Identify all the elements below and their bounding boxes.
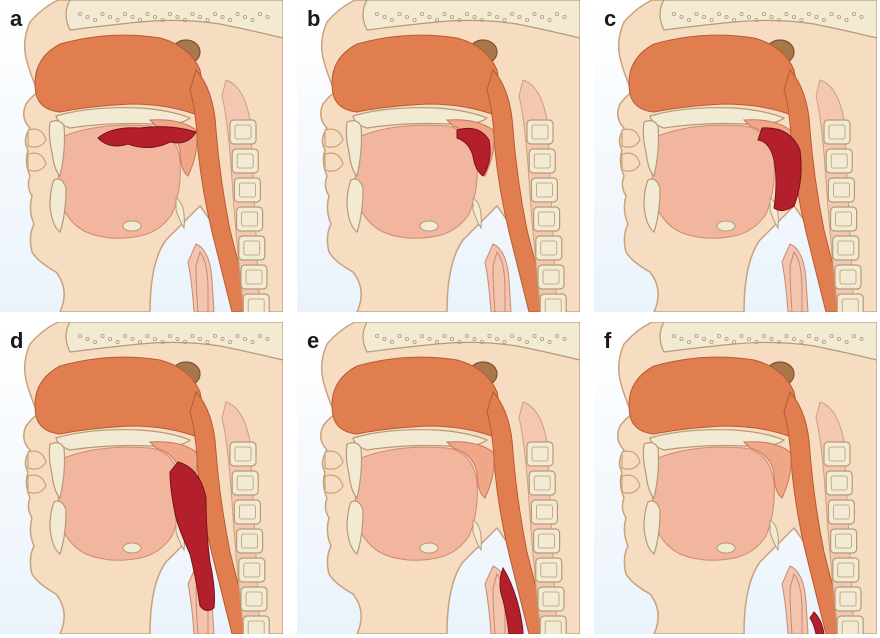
vertebra — [534, 207, 560, 231]
nasal-cavity — [35, 35, 203, 116]
panel-c: c — [594, 0, 877, 312]
vertebra — [239, 236, 265, 260]
vertebra — [833, 558, 859, 582]
head-section-diagram — [297, 0, 580, 312]
panel-d: d — [0, 322, 283, 634]
vertebra — [531, 178, 557, 202]
vertebra — [239, 558, 265, 582]
vertebra — [230, 120, 256, 144]
vertebra — [835, 265, 861, 289]
vertebra — [828, 178, 854, 202]
vertebra — [241, 587, 267, 611]
tongue — [355, 447, 477, 560]
vertebra — [831, 529, 857, 553]
panel-e: e — [297, 322, 580, 634]
vertebra — [837, 616, 863, 634]
tongue — [355, 125, 477, 238]
head-section-diagram — [0, 0, 283, 312]
hyoid-bone — [717, 221, 735, 231]
vertebra — [833, 236, 859, 260]
panel-f: f — [594, 322, 877, 634]
nasal-cavity — [629, 357, 797, 438]
vertebra — [540, 616, 566, 634]
panel-label-b: b — [307, 8, 320, 30]
hyoid-bone — [420, 543, 438, 553]
vertebra — [824, 120, 850, 144]
hyoid-bone — [123, 543, 141, 553]
panel-label-d: d — [10, 330, 23, 352]
tongue — [652, 125, 774, 238]
panel-a: a — [0, 0, 283, 312]
vertebra — [234, 178, 260, 202]
panel-label-c: c — [604, 8, 616, 30]
vertebra — [831, 207, 857, 231]
vertebra — [824, 442, 850, 466]
vertebra — [243, 294, 269, 312]
hyoid-bone — [717, 543, 735, 553]
vertebra — [536, 558, 562, 582]
vertebra — [234, 500, 260, 524]
vertebra — [835, 587, 861, 611]
vertebra — [538, 587, 564, 611]
vertebra — [243, 616, 269, 634]
vertebra — [828, 500, 854, 524]
vertebra — [540, 294, 566, 312]
panel-label-e: e — [307, 330, 319, 352]
vertebra — [232, 149, 258, 173]
head-section-diagram — [594, 322, 877, 634]
nasal-cavity — [332, 357, 500, 438]
panel-b: b — [297, 0, 580, 312]
vertebra — [534, 529, 560, 553]
vertebra — [837, 294, 863, 312]
vertebra — [529, 471, 555, 495]
head-section-diagram — [0, 322, 283, 634]
tongue — [652, 447, 774, 560]
head-section-diagram — [594, 0, 877, 312]
panel-label-f: f — [604, 330, 611, 352]
vertebra — [230, 442, 256, 466]
vertebra — [826, 149, 852, 173]
vertebra — [237, 207, 263, 231]
hyoid-bone — [123, 221, 141, 231]
hyoid-bone — [420, 221, 438, 231]
vertebra — [536, 236, 562, 260]
panel-label-a: a — [10, 8, 22, 30]
nasal-cavity — [629, 35, 797, 116]
nasal-cavity — [35, 357, 203, 438]
vertebra — [527, 442, 553, 466]
vertebra — [538, 265, 564, 289]
head-section-diagram — [297, 322, 580, 634]
vertebra — [531, 500, 557, 524]
vertebra — [237, 529, 263, 553]
vertebra — [826, 471, 852, 495]
nasal-cavity — [332, 35, 500, 116]
tongue — [58, 447, 180, 560]
vertebra — [241, 265, 267, 289]
vertebra — [527, 120, 553, 144]
vertebra — [529, 149, 555, 173]
vertebra — [232, 471, 258, 495]
